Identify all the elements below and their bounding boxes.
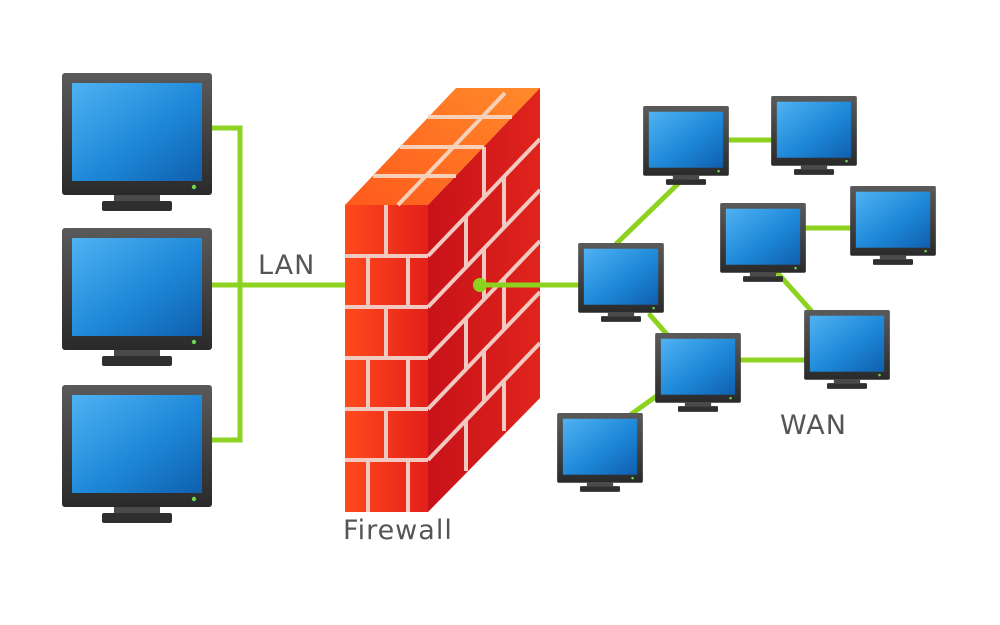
wan-label: WAN xyxy=(780,410,847,441)
wan-links xyxy=(477,137,863,418)
wan-computer-hub xyxy=(578,243,664,322)
wan-computer-mid-2 xyxy=(850,186,936,265)
firewall-port xyxy=(473,278,487,292)
wan-computer-top-2 xyxy=(771,96,857,175)
wan-computer-right xyxy=(804,310,890,389)
lan-computer-1 xyxy=(62,73,212,211)
lan-links xyxy=(212,125,345,443)
lan-label: LAN xyxy=(258,250,316,281)
lan-computer-3 xyxy=(62,385,212,523)
wan-computer-top-1 xyxy=(643,106,729,185)
wan-computer-center xyxy=(655,333,741,412)
firewall-wall xyxy=(345,88,542,512)
lan-computer-2 xyxy=(62,228,212,366)
firewall-label: Firewall xyxy=(343,515,453,546)
wan-computer-bottom xyxy=(557,413,643,492)
wan-computer-mid-1 xyxy=(720,203,806,282)
